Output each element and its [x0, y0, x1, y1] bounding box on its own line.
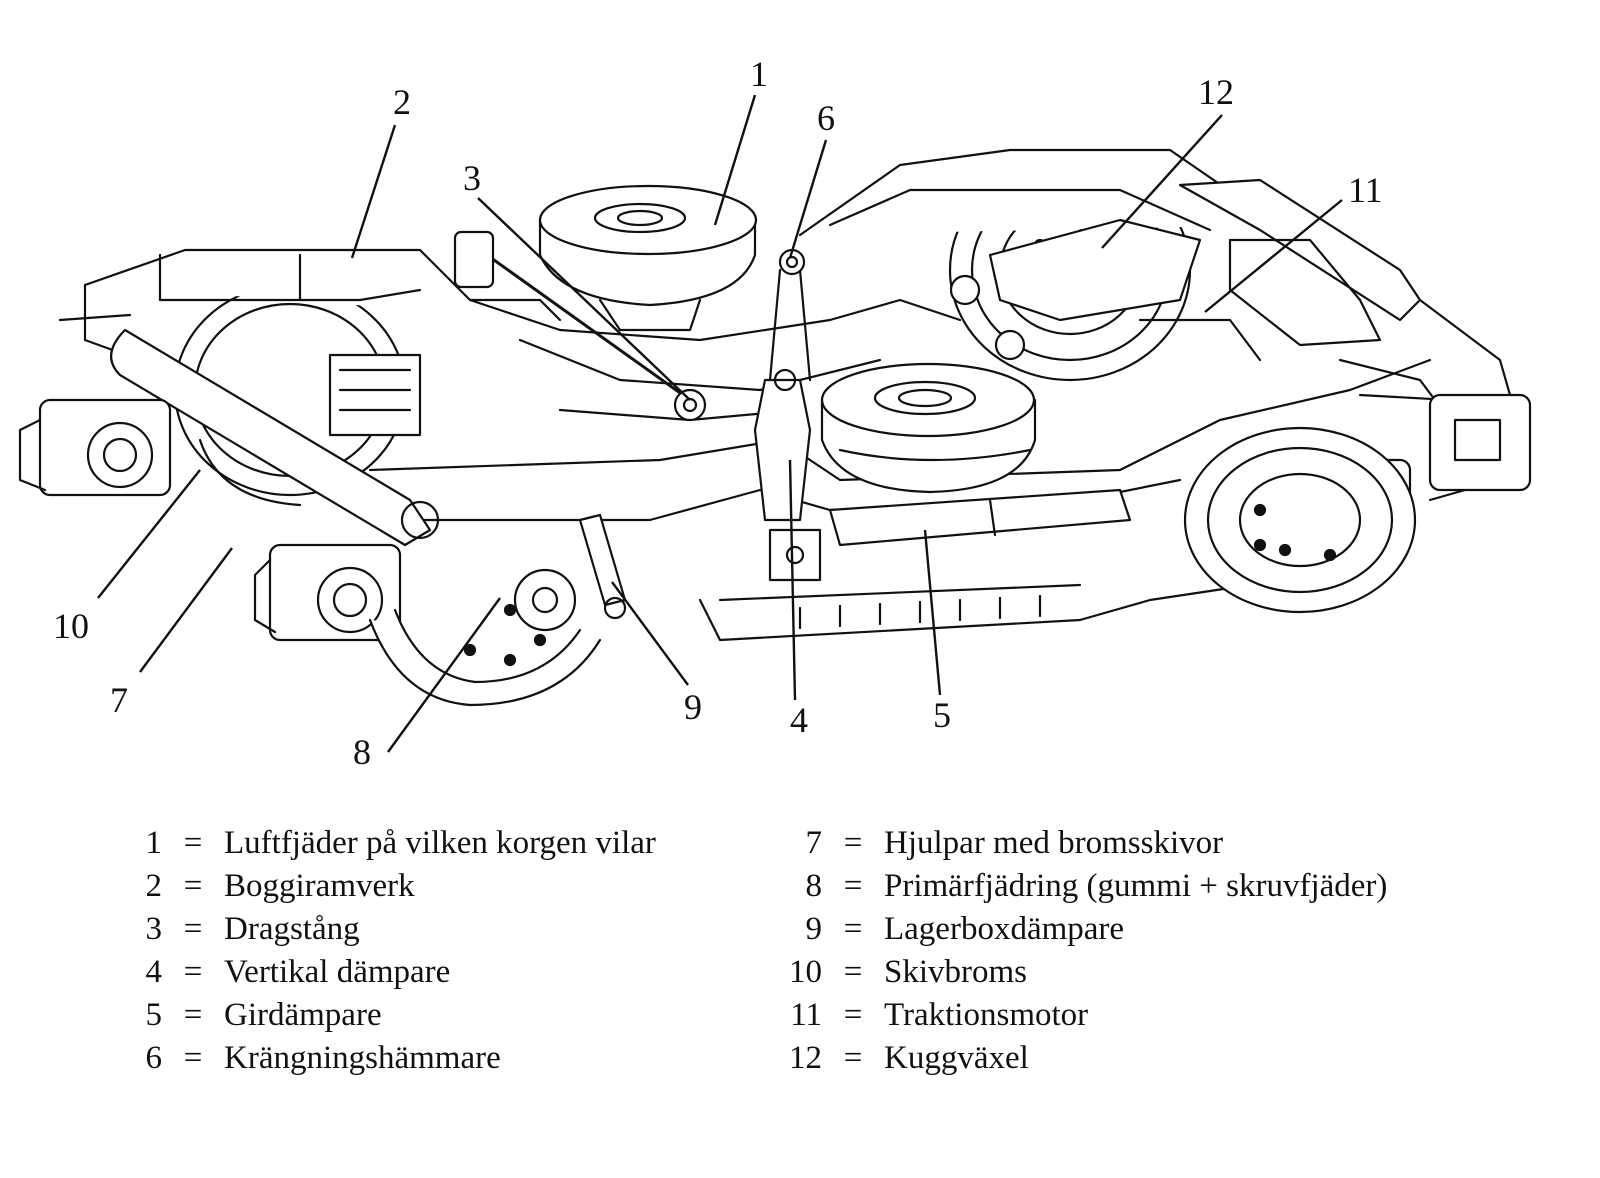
legend-item: 4 = Vertikal dämpare: [100, 951, 740, 994]
legend-label: Krängningshämmare: [224, 1040, 501, 1076]
callout-10: 10: [53, 606, 89, 646]
leader-line-3: [478, 198, 690, 400]
bogie-drawing: 1 2 3 4 5 6 7 8 9 10 11 12: [0, 54, 1600, 772]
legend-equals: =: [183, 1040, 203, 1076]
leader-line-7: [140, 548, 232, 672]
legend-number: 5: [145, 997, 163, 1033]
legend-label: Hjulpar med bromsskivor: [884, 825, 1224, 861]
legend-equals: =: [843, 997, 863, 1033]
legend-equals: =: [843, 954, 863, 990]
legend-equals: =: [183, 997, 203, 1033]
axlebox-left-front: [255, 545, 400, 640]
legend-number: 2: [145, 868, 163, 904]
leader-line-12: [1102, 115, 1222, 248]
gearbox: [951, 220, 1200, 359]
legend-equals: =: [843, 868, 863, 904]
legend-item: 9 = Lagerboxdämpare: [760, 908, 1520, 951]
callout-5: 5: [933, 695, 951, 735]
legend-number: 6: [145, 1040, 163, 1076]
axlebox-right-rear: [1430, 395, 1530, 490]
legend-equals: =: [843, 1040, 863, 1076]
legend-item: 7 = Hjulpar med bromsskivor: [760, 822, 1520, 865]
legend-equals: =: [183, 954, 203, 990]
legend-item: 8 = Primärfjädring (gummi + skruvfjäder): [760, 865, 1520, 908]
wheel-front-right: [1185, 428, 1415, 612]
legend-label: Boggiramverk: [224, 868, 415, 904]
legend-number: 1: [145, 825, 163, 861]
legend-number: 7: [805, 825, 823, 861]
leader-line-4: [790, 460, 795, 700]
legend-right-column: 7 = Hjulpar med bromsskivor 8 = Primärfj…: [760, 822, 1520, 1080]
legend-number: 4: [145, 954, 163, 990]
vertical-damper: [755, 370, 810, 520]
wheel-front-left: [370, 570, 600, 705]
callout-9: 9: [684, 687, 702, 727]
legend-label: Girdämpare: [224, 997, 382, 1033]
legend-item: 5 = Girdämpare: [100, 994, 740, 1037]
legend-equals: =: [843, 911, 863, 947]
legend-label: Primärfjädring (gummi + skruvfjäder): [884, 868, 1388, 904]
axlebox-left-rear: [20, 400, 170, 495]
legend-number: 11: [790, 997, 822, 1033]
leader-line-9: [612, 582, 688, 685]
leader-lines: [98, 95, 1342, 752]
traction-motor: [1140, 180, 1420, 360]
legend-label: Dragstång: [224, 911, 360, 947]
callout-2: 2: [393, 82, 411, 122]
leader-line-2: [352, 125, 395, 258]
legend-item: 12 = Kuggväxel: [760, 1037, 1520, 1080]
callout-8: 8: [353, 732, 371, 772]
legend-number: 3: [145, 911, 163, 947]
legend-label: Vertikal dämpare: [224, 954, 451, 990]
callout-4: 4: [790, 700, 808, 740]
leader-line-8: [388, 598, 500, 752]
legend-number: 9: [805, 911, 823, 947]
legend-item: 1 = Luftfjäder på vilken korgen vilar: [100, 822, 740, 865]
legend-number: 10: [789, 954, 822, 990]
leader-line-1: [715, 95, 755, 225]
legend-label: Skivbroms: [884, 954, 1028, 990]
callout-12: 12: [1198, 72, 1234, 112]
brake-unit: [330, 232, 493, 435]
callout-11: 11: [1348, 170, 1383, 210]
leader-line-6: [790, 140, 826, 258]
callout-1: 1: [750, 54, 768, 94]
legend-label: Lagerboxdämpare: [884, 911, 1125, 947]
legend-item: 3 = Dragstång: [100, 908, 740, 951]
legend-item: 11 = Traktionsmotor: [760, 994, 1520, 1037]
legend-left-column: 1 = Luftfjäder på vilken korgen vilar 2 …: [100, 822, 740, 1080]
legend-equals: =: [843, 825, 863, 861]
legend-item: 2 = Boggiramverk: [100, 865, 740, 908]
legend-label: Kuggväxel: [884, 1040, 1029, 1076]
callout-3: 3: [463, 158, 481, 198]
left-end-tube: [60, 315, 438, 545]
callout-7: 7: [110, 680, 128, 720]
legend-equals: =: [183, 825, 203, 861]
leader-line-5: [925, 530, 940, 695]
legend-label: Traktionsmotor: [884, 997, 1089, 1033]
axlebox-damper: [580, 515, 625, 618]
air-spring-rear: [540, 186, 756, 330]
legend-label: Luftfjäder på vilken korgen vilar: [224, 825, 656, 861]
callout-6: 6: [817, 98, 835, 138]
air-spring-front: [822, 364, 1035, 492]
traction-rod: [480, 250, 705, 420]
callout-numbers: 1 2 3 4 5 6 7 8 9 10 11 12: [53, 54, 1383, 772]
leader-line-10: [98, 470, 200, 598]
legend-equals: =: [183, 868, 203, 904]
legend-equals: =: [183, 911, 203, 947]
yaw-damper: [770, 490, 1130, 580]
leader-line-11: [1205, 200, 1342, 312]
legend-item: 6 = Krängningshämmare: [100, 1037, 740, 1080]
legend-number: 8: [805, 868, 823, 904]
anti-roll-bar: [770, 250, 810, 380]
legend-number: 12: [789, 1040, 822, 1076]
legend-item: 10 = Skivbroms: [760, 951, 1520, 994]
